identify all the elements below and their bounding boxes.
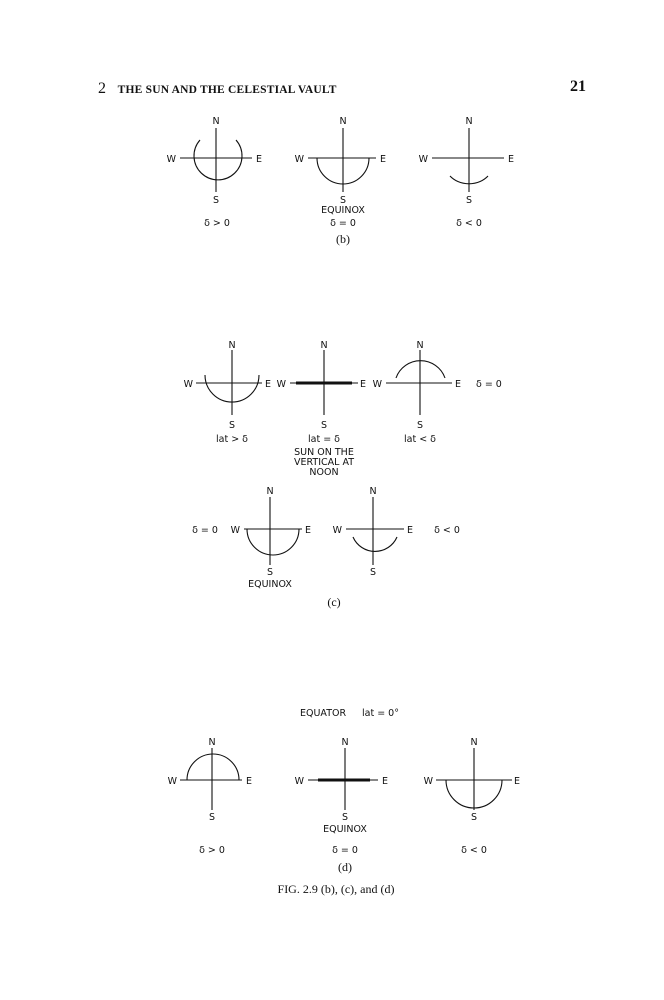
panel-c-diagram-4: N W E S EQUINOX δ = 0 (192, 486, 311, 590)
equinox-label: EQUINOX (248, 579, 292, 590)
condition-label: lat < δ (404, 434, 436, 445)
compass-e: E (256, 154, 262, 165)
compass-w: W (419, 154, 429, 165)
compass-s: S (229, 420, 235, 431)
compass-n: N (208, 737, 215, 748)
panel-c-diagram-1: N W E S lat > δ (184, 340, 271, 445)
compass-w: W (424, 776, 434, 787)
compass-n: N (320, 340, 327, 351)
panel-c-diagram-3: N W E S lat < δ δ = 0 (373, 340, 502, 445)
compass-s: S (267, 567, 273, 578)
condition-label: δ > 0 (199, 845, 225, 856)
compass-n: N (470, 737, 477, 748)
condition-label: δ < 0 (456, 218, 482, 229)
compass-n: N (341, 737, 348, 748)
compass-s: S (209, 812, 215, 823)
compass-s: S (466, 195, 472, 206)
compass-s: S (342, 812, 348, 823)
panel-d-diagram-2: N W E S EQUINOX δ = 0 (d) (295, 737, 388, 874)
compass-e: E (305, 525, 311, 536)
side-label: δ = 0 (476, 379, 502, 390)
condition-label: lat > δ (216, 434, 248, 445)
panel-c-diagram-5: N W E S δ < 0 (333, 486, 460, 578)
compass-s: S (370, 567, 376, 578)
compass-s: S (471, 812, 477, 823)
compass-s: S (321, 420, 327, 431)
compass-e: E (514, 776, 520, 787)
compass-w: W (373, 379, 383, 390)
compass-e: E (360, 379, 366, 390)
side-label: δ = 0 (192, 525, 218, 536)
chapter-title: THE SUN AND THE CELESTIAL VAULT (117, 84, 337, 96)
compass-e: E (246, 776, 252, 787)
compass-n: N (465, 116, 472, 127)
compass-n: N (266, 486, 273, 497)
condition-label: δ = 0 (330, 218, 356, 229)
panel-b-diagram-2: N W E S EQUINOX δ = 0 (b) (295, 116, 386, 246)
chapter-number: 2 (98, 80, 107, 97)
compass-e: E (455, 379, 461, 390)
condition-label: δ < 0 (461, 845, 487, 856)
panel-c-diagram-2: N W E S lat = δ SUN ON THE VERTICAL AT N… (277, 340, 366, 478)
compass-w: W (333, 525, 343, 536)
panel-d-diagram-3: N W E S δ < 0 (424, 737, 520, 856)
compass-n: N (416, 340, 423, 351)
compass-n: N (228, 340, 235, 351)
compass-w: W (231, 525, 241, 536)
panel-d-sublabel: (d) (338, 860, 352, 874)
panel-b-diagram-3: N W E S δ < 0 (419, 116, 514, 229)
compass-s: S (213, 195, 219, 206)
compass-e: E (380, 154, 386, 165)
equator-title: EQUATOR (300, 708, 346, 719)
note-line-3: NOON (309, 467, 338, 478)
lat-label: lat = 0° (362, 708, 399, 719)
compass-e: E (407, 525, 413, 536)
page-number: 21 (570, 78, 586, 95)
note-line-2: VERTICAL AT (294, 457, 354, 468)
compass-w: W (277, 379, 287, 390)
compass-w: W (167, 154, 177, 165)
side-label: δ < 0 (434, 525, 460, 536)
compass-n: N (339, 116, 346, 127)
note-line-1: SUN ON THE (294, 447, 354, 458)
condition-label: δ = 0 (332, 845, 358, 856)
panel-b-diagram-1: N W E S δ > 0 (167, 116, 262, 229)
compass-s: S (417, 420, 423, 431)
compass-e: E (382, 776, 388, 787)
equinox-label: EQUINOX (323, 824, 367, 835)
compass-w: W (295, 154, 305, 165)
compass-n: N (369, 486, 376, 497)
panel-c-sublabel: (c) (327, 595, 340, 609)
running-header: 2 THE SUN AND THE CELESTIAL VAULT (98, 80, 337, 98)
compass-e: E (265, 379, 271, 390)
compass-w: W (295, 776, 305, 787)
panel-b-sublabel: (b) (336, 232, 350, 246)
panel-d-diagram-1: N W E S δ > 0 (168, 737, 252, 856)
compass-w: W (168, 776, 178, 787)
figure-caption: FIG. 2.9 (b), (c), and (d) (278, 882, 395, 896)
compass-e: E (508, 154, 514, 165)
condition-label: δ > 0 (204, 218, 230, 229)
equinox-label: EQUINOX (321, 205, 365, 216)
compass-w: W (184, 379, 194, 390)
compass-n: N (212, 116, 219, 127)
condition-label: lat = δ (308, 434, 340, 445)
compass-s: S (340, 195, 346, 206)
